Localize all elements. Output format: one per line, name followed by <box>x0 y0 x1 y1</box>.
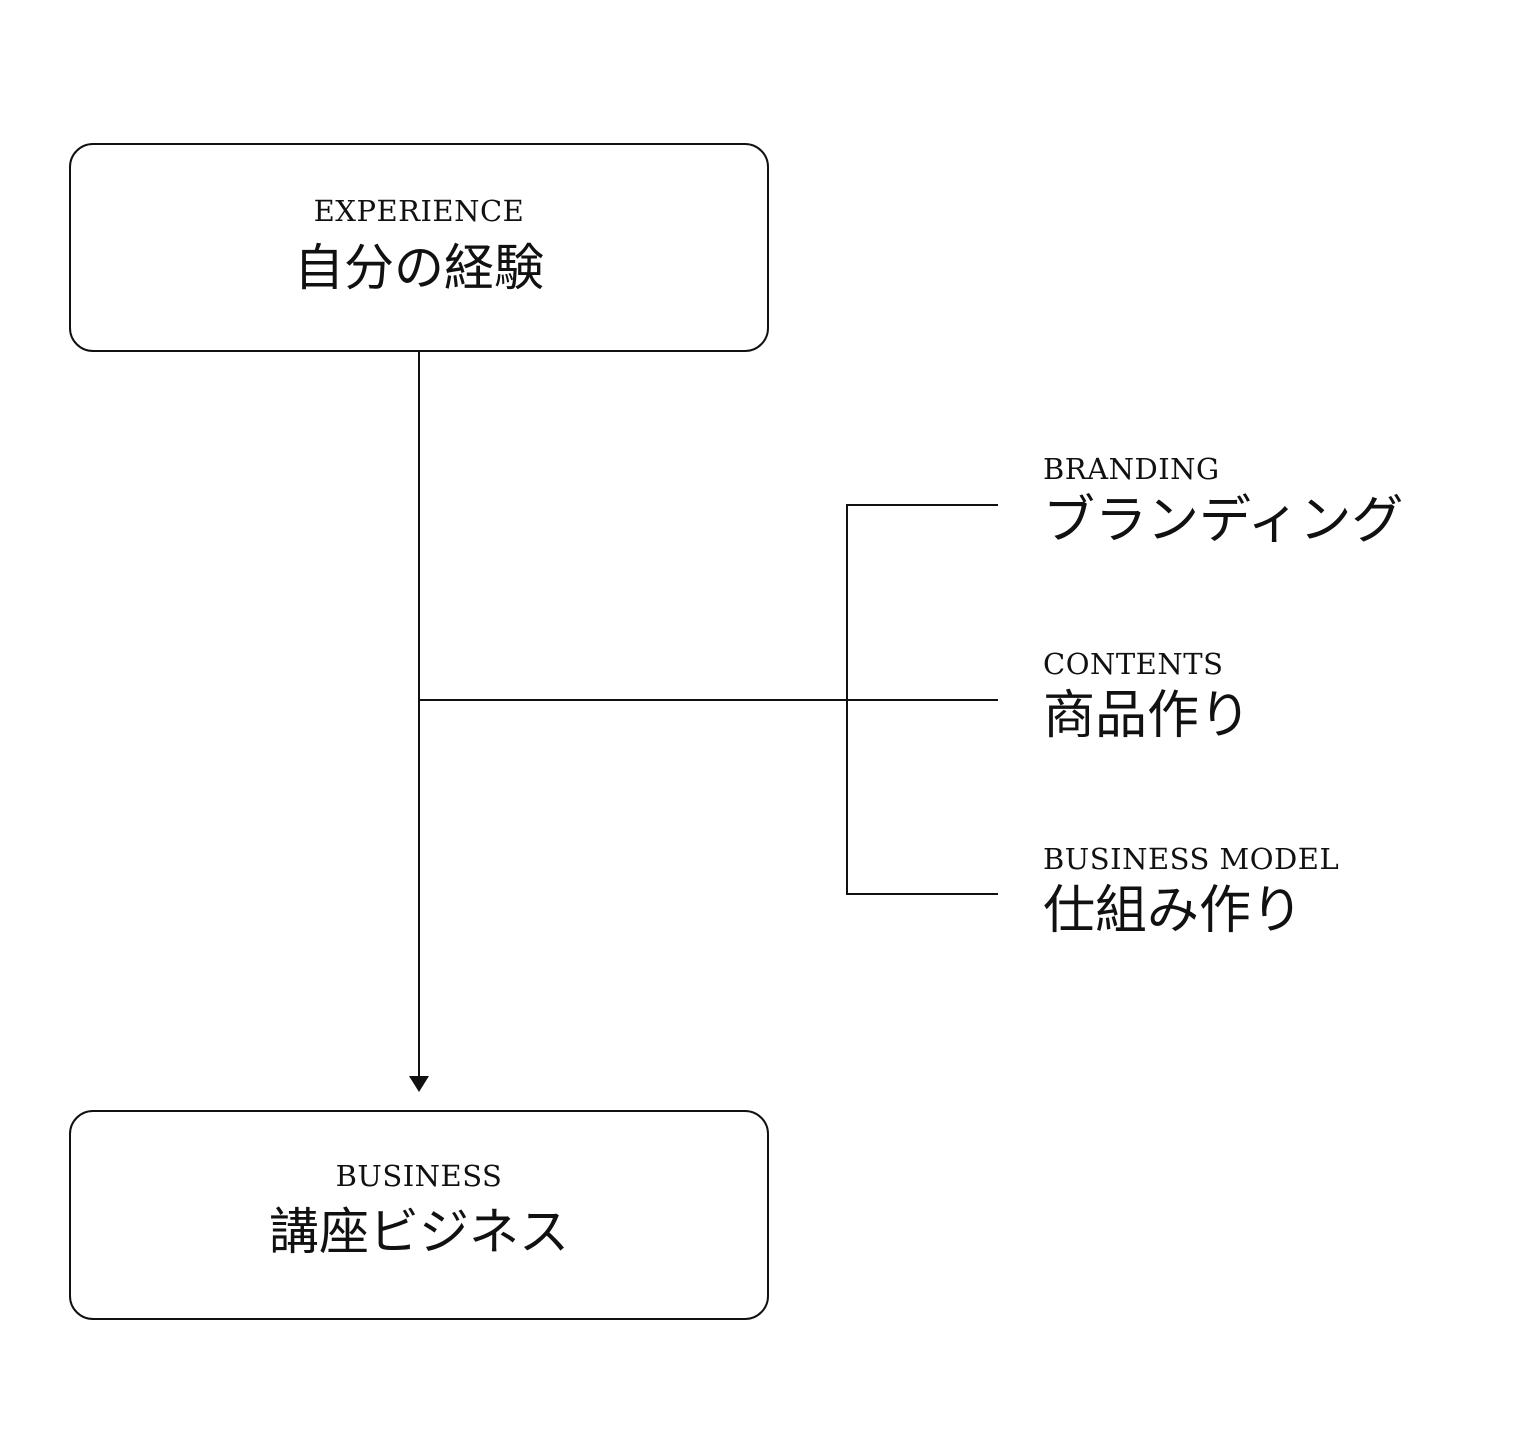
factor-contents-jp: 商品作り <box>1043 686 1252 746</box>
business-label-jp: 講座ビジネス <box>269 1203 569 1261</box>
factor-contents-en: CONTENTS <box>1043 647 1224 681</box>
factor-branding-jp: ブランディング <box>1043 491 1404 551</box>
factor-contents: CONTENTS 商品作り <box>1043 647 1251 747</box>
factor-business-model-jp: 仕組み作り <box>1043 881 1304 941</box>
factor-business-model: BUSINESS MODEL 仕組み作り <box>1043 842 1339 942</box>
experience-box: EXPERIENCE 自分の経験 <box>69 143 769 352</box>
business-label-en: BUSINESS <box>335 1159 503 1193</box>
business-box: BUSINESS 講座ビジネス <box>69 1110 769 1320</box>
factor-business-model-en: BUSINESS MODEL <box>1043 842 1340 876</box>
experience-label-en: EXPERIENCE <box>313 194 525 228</box>
factor-branding-en: BRANDING <box>1043 452 1220 486</box>
factor-branding: BRANDING ブランディング <box>1043 452 1403 552</box>
flow-arrow-head <box>409 1076 429 1092</box>
experience-label-jp: 自分の経験 <box>294 239 544 297</box>
